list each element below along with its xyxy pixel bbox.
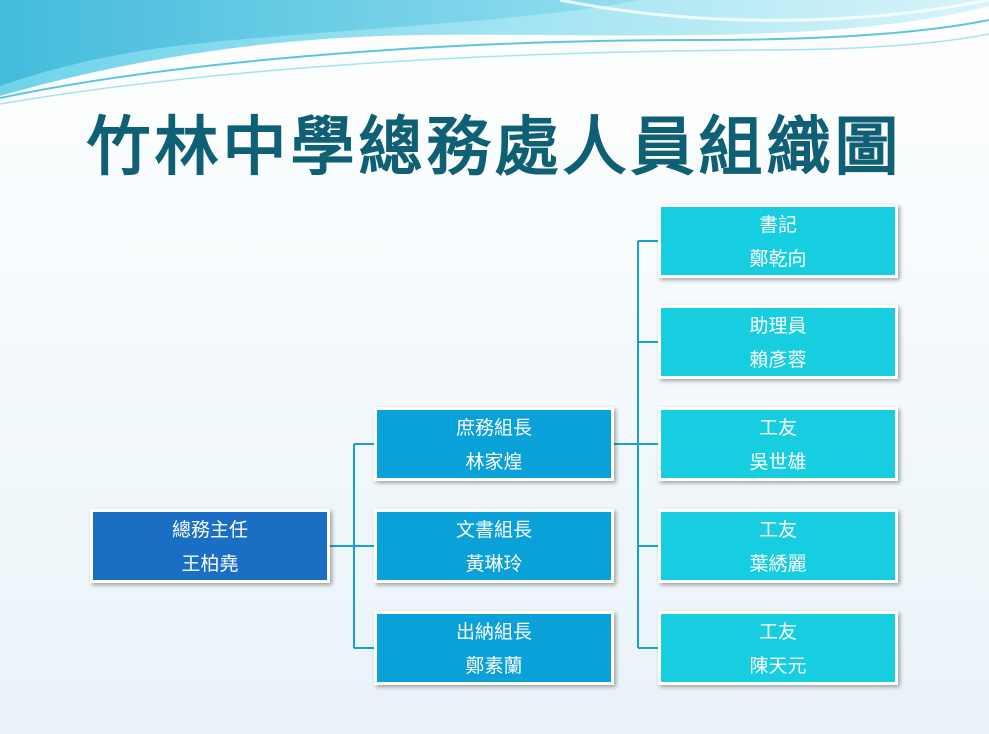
- director-role: 總務主任: [171, 519, 248, 541]
- manager-name: 林家煌: [465, 451, 523, 473]
- staff-box-clerk: 書記 鄭乾向: [658, 204, 898, 278]
- header-wave-decoration: [0, 0, 989, 105]
- chart-title: 竹林中學總務處人員組織圖: [86, 111, 903, 185]
- manager-role: 文書組長: [455, 519, 532, 541]
- manager-box-documents: 文書組長 黃琳玲: [374, 509, 614, 583]
- staff-role: 工友: [758, 519, 797, 541]
- staff-name: 鄭乾向: [749, 248, 807, 270]
- manager-role: 出納組長: [455, 621, 532, 643]
- staff-role: 書記: [758, 214, 797, 236]
- staff-box-worker-1: 工友 吳世雄: [658, 407, 898, 481]
- staff-role: 工友: [758, 417, 797, 439]
- staff-name: 陳天元: [749, 655, 807, 677]
- manager-box-general-affairs: 庶務組長 林家煌: [374, 407, 614, 481]
- staff-box-assistant: 助理員 賴彥蓉: [658, 305, 898, 379]
- staff-name: 吳世雄: [749, 451, 807, 473]
- staff-role: 工友: [758, 621, 797, 643]
- staff-name: 葉綉麗: [749, 553, 807, 575]
- manager-name: 黃琳玲: [465, 553, 523, 575]
- staff-name: 賴彥蓉: [749, 349, 807, 371]
- staff-box-worker-2: 工友 葉綉麗: [658, 509, 898, 583]
- director-box: 總務主任 王柏堯: [90, 509, 330, 583]
- manager-box-cashier: 出納組長 鄭素蘭: [374, 611, 614, 685]
- director-name: 王柏堯: [181, 553, 239, 575]
- manager-name: 鄭素蘭: [465, 655, 523, 677]
- staff-box-worker-3: 工友 陳天元: [658, 611, 898, 685]
- staff-role: 助理員: [749, 315, 807, 337]
- manager-role: 庶務組長: [455, 417, 532, 439]
